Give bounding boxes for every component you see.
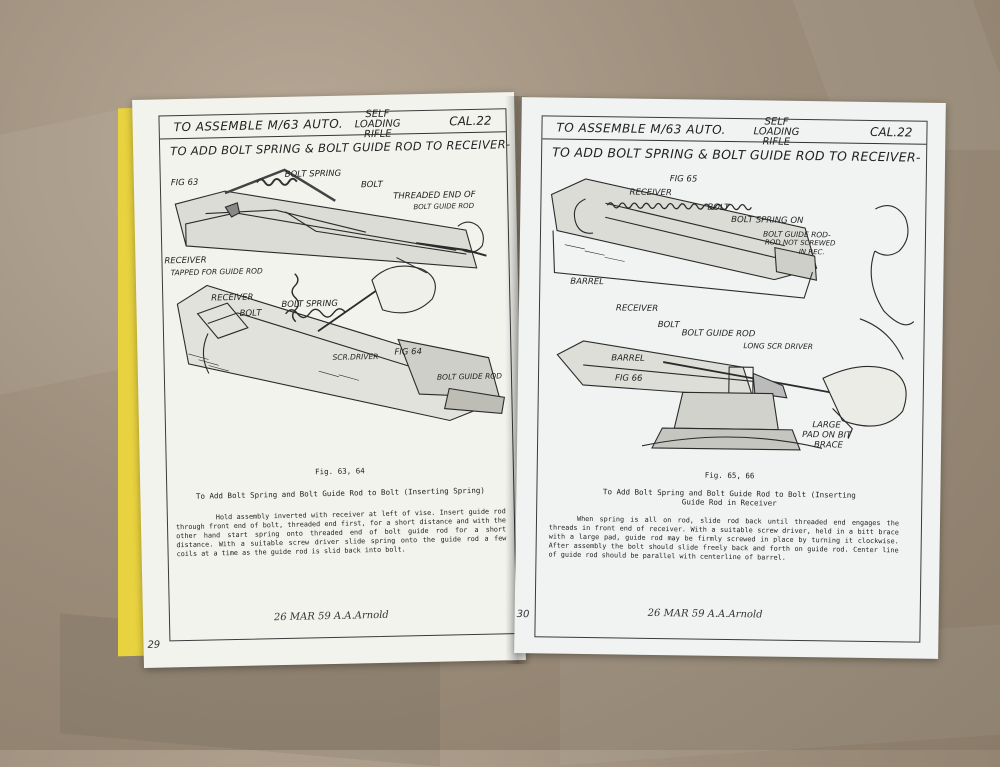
header-subheading: TO ADD BOLT SPRING & BOLT GUIDE ROD TO R… — [552, 144, 921, 165]
label-bolt-guide-rod: BOLT GUIDE ROD — [436, 371, 503, 382]
label-bolt: BOLT — [360, 179, 383, 191]
label-receiver: RECEIVER — [615, 303, 659, 314]
technical-illustration-fig63-64 — [174, 168, 506, 422]
label-long-scr-driver: LONG SCR DRIVER — [743, 341, 814, 352]
page-number: 30 — [516, 609, 530, 621]
label-large-pad: LARGE — [812, 420, 841, 431]
label-guide-rod-note: IN REC. — [798, 247, 825, 257]
figure-caption: Fig. 63, 64 — [314, 466, 365, 477]
label-bolt-spring-on: BOLT SPRING ON — [731, 215, 804, 227]
signature: 26 MAR 59 A.A.Arnold — [273, 609, 389, 624]
label-bolt-spring: BOLT SPRING — [284, 168, 342, 180]
label-scr-driver: SCR.DRIVER — [332, 351, 379, 362]
label-bolt-spring: BOLT SPRING — [281, 298, 338, 310]
label-guide-rod-note: ROD NOT SCREWED — [764, 238, 836, 248]
body-text: Hold assembly inverted with receiver at … — [175, 507, 507, 559]
label-receiver: RECEIVER — [211, 292, 254, 304]
header-title: TO ASSEMBLE M/63 AUTO. — [173, 116, 344, 135]
label-barrel: BARREL — [611, 353, 645, 364]
figure-caption: Fig. 65, 66 — [704, 470, 755, 481]
header-subtitle-line1: SELF LOADING — [354, 108, 401, 131]
header-rule — [542, 138, 927, 145]
header-subtitle-line1: SELF LOADING — [753, 116, 800, 138]
label-fig63: FIG 63 — [170, 177, 199, 189]
label-bolt: BOLT — [657, 319, 680, 331]
label-bolt-guide-rod: BOLT GUIDE ROD — [681, 328, 756, 340]
header-subheading: TO ADD BOLT SPRING & BOLT GUIDE ROD TO R… — [170, 137, 511, 159]
label-fig66: FIG 66 — [614, 373, 643, 384]
label-tapped: TAPPED FOR GUIDE ROD — [170, 266, 263, 278]
label-bolt: BOLT — [239, 308, 262, 319]
label-large-pad: BRACE — [814, 440, 843, 451]
header-title: TO ASSEMBLE M/63 AUTO. — [556, 120, 726, 137]
label-barrel: BARREL — [570, 276, 604, 288]
label-receiver: RECEIVER — [164, 255, 207, 267]
page-number: 29 — [147, 639, 161, 651]
label-bolt: BOLT — [707, 202, 730, 213]
label-threaded-end: THREADED END OF — [393, 189, 476, 202]
header-caliber: CAL.22 — [449, 113, 492, 129]
technical-illustration-fig65-66 — [550, 178, 915, 451]
label-fig65: FIG 65 — [669, 174, 698, 185]
label-receiver: RECEIVER — [629, 187, 672, 199]
signature: 26 MAR 59 A.A.Arnold — [647, 607, 763, 621]
label-bolt-guide-rod: BOLT GUIDE ROD — [413, 201, 475, 212]
label-fig64: FIG 64 — [394, 347, 423, 358]
section-title: To Add Bolt Spring and Bolt Guide Rod to… — [195, 485, 485, 501]
label-large-pad: PAD ON BIT — [802, 430, 852, 441]
body-text: When spring is all on rod, slide rod bac… — [548, 514, 900, 562]
header-caliber: CAL.22 — [869, 124, 913, 140]
